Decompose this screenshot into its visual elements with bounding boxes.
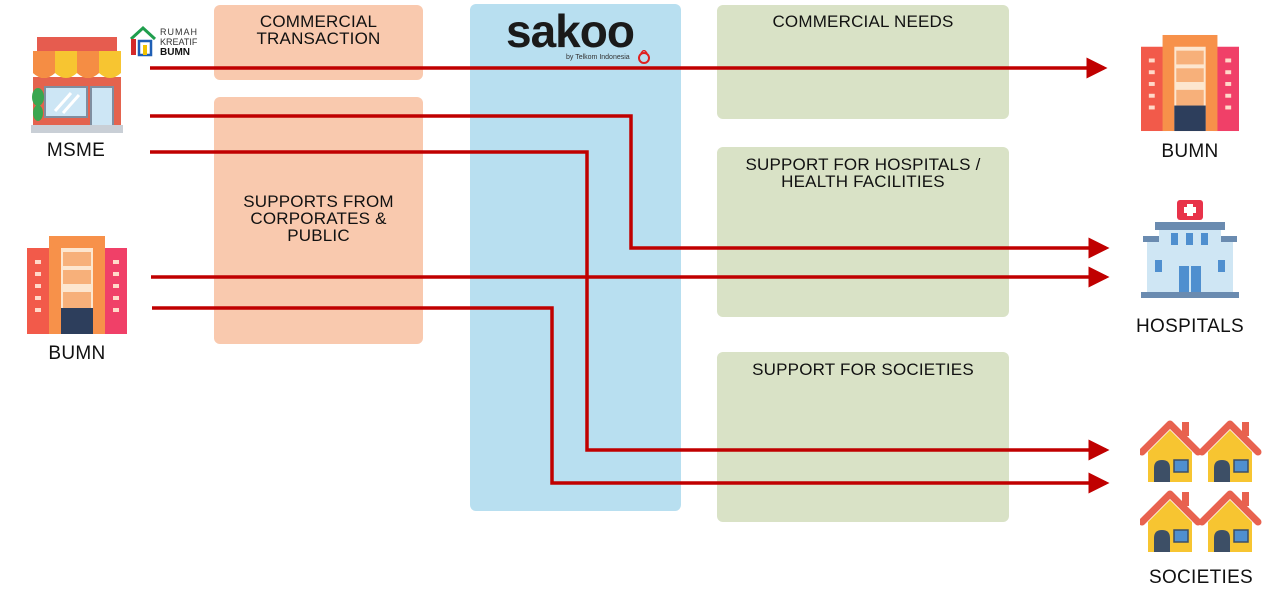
rumah-kreatif-line2: KREATIF	[160, 37, 198, 47]
rumah-kreatif-line1: RUMAH	[160, 27, 198, 37]
supports-from-corporates-box: SUPPORTS FROM CORPORATES & PUBLIC	[214, 97, 423, 344]
arrow-msme-to-societies	[150, 150, 1110, 461]
bumn-building-icon	[27, 236, 127, 334]
supports-from-corporates-label: SUPPORTS FROM CORPORATES & PUBLIC	[243, 192, 394, 245]
rumah-kreatif-bumn-logo: RUMAH KREATIF BUMN	[129, 25, 199, 59]
bumn-left-label: BUMN	[48, 343, 106, 364]
sakoo-logo: sakoo by Telkom Indonesia	[506, 5, 656, 66]
rumah-kreatif-house-icon	[129, 25, 157, 57]
telkom-flame-icon	[638, 50, 650, 64]
support-hospitals-label: SUPPORT FOR HOSPITALS / HEALTH FACILITIE…	[745, 155, 981, 191]
rumah-kreatif-line3: BUMN	[160, 47, 190, 58]
sakoo-tagline: by Telkom Indonesia	[566, 54, 630, 61]
sakoo-platform-column	[470, 4, 681, 511]
support-societies-box: SUPPORT FOR SOCIETIES	[717, 352, 1009, 522]
support-hospitals-box: SUPPORT FOR HOSPITALS / HEALTH FACILITIE…	[717, 147, 1009, 317]
commercial-needs-box: COMMERCIAL NEEDS	[717, 5, 1009, 119]
hospitals-label: HOSPITALS	[1136, 316, 1244, 337]
msme-label: MSME	[46, 140, 106, 161]
societies-houses-icon	[1140, 420, 1262, 552]
support-societies-label: SUPPORT FOR SOCIETIES	[752, 360, 974, 379]
arrow-bumn-to-societies	[152, 306, 1110, 494]
societies-label: SOCIETIES	[1148, 567, 1254, 588]
arrow-msme-to-hospitals	[150, 114, 1110, 259]
sakoo-wordmark: sakoo	[506, 5, 635, 57]
commercial-transaction-label: COMMERCIAL TRANSACTION	[256, 12, 381, 48]
hospital-icon	[1141, 200, 1239, 298]
commercial-needs-label: COMMERCIAL NEEDS	[772, 12, 954, 31]
bumn-right-label: BUMN	[1161, 141, 1219, 162]
msme-store-icon	[31, 37, 123, 133]
bumn-building-icon	[1141, 34, 1239, 132]
